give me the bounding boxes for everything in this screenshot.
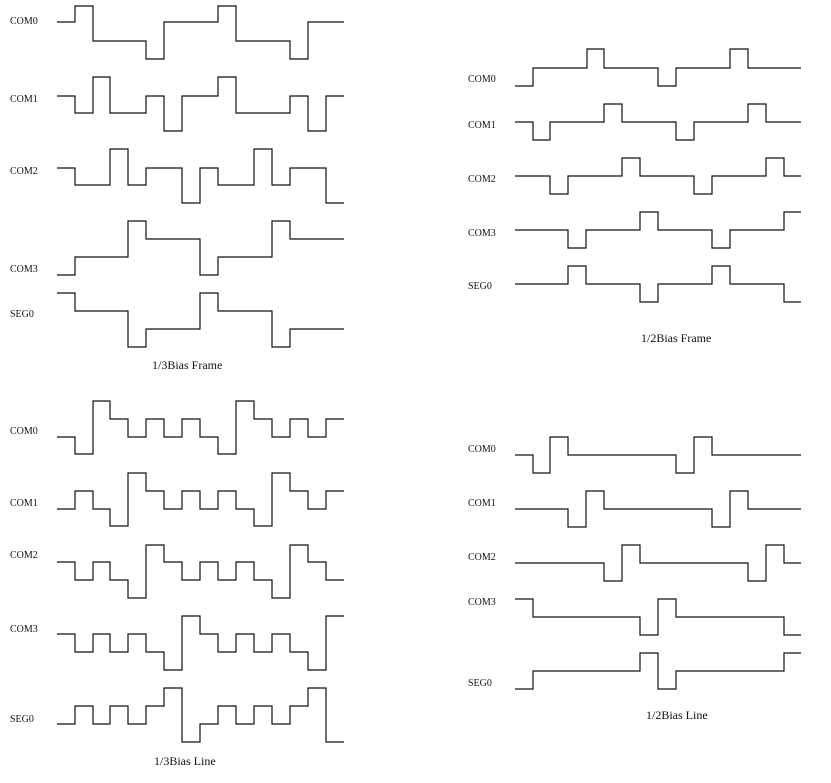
signal-label-com1: COM1 [468, 120, 496, 131]
waveform-com1 [57, 472, 344, 527]
signal-label-com2: COM2 [468, 174, 496, 185]
signal-label-com3: COM3 [468, 597, 496, 608]
signal-label-com1: COM1 [10, 498, 38, 509]
caption-bias12-frame: 1/2Bias Frame [641, 331, 711, 345]
signal-label-com1: COM1 [10, 94, 38, 105]
signal-label-seg0: SEG0 [10, 714, 34, 725]
waveform-com2 [515, 544, 801, 582]
panel-bias13-line: COM0 COM1 COM2 COM3 SEG0 1/3Bias Line [10, 400, 344, 768]
waveform-seg0 [57, 687, 344, 743]
panel-bias13-frame: COM0 COM1 COM2 COM3 SEG0 1/3Bias Frame [10, 5, 344, 372]
caption-bias13-line: 1/3Bias Line [154, 754, 216, 768]
signal-label-com0: COM0 [468, 74, 496, 85]
signal-label-com2: COM2 [10, 166, 38, 177]
signal-label-com1: COM1 [468, 498, 496, 509]
waveform-com2 [57, 148, 344, 204]
signal-label-com3: COM3 [10, 264, 38, 275]
signal-label-com0: COM0 [10, 16, 38, 27]
panel-bias12-line: COM0 COM1 COM2 COM3 SEG0 1/2Bias Line [468, 436, 801, 722]
panel-bias12-frame: COM0 COM1 COM2 COM3 SEG0 1/2Bias Frame [468, 48, 801, 345]
waveform-seg0 [515, 652, 801, 690]
waveform-com1 [57, 76, 344, 132]
waveform-seg0 [57, 292, 344, 348]
waveform-com0 [515, 48, 801, 87]
waveform-com2 [57, 544, 344, 599]
signal-label-seg0: SEG0 [468, 281, 492, 292]
signal-label-com2: COM2 [468, 552, 496, 563]
waveform-com0 [57, 5, 344, 60]
waveform-com3 [57, 615, 344, 671]
waveform-seg0 [515, 265, 801, 303]
caption-bias13-frame: 1/3Bias Frame [152, 358, 222, 372]
signal-label-com3: COM3 [10, 624, 38, 635]
waveform-com1 [515, 103, 801, 141]
waveform-com3 [515, 598, 801, 636]
waveform-com0 [57, 400, 344, 455]
signal-label-seg0: SEG0 [10, 309, 34, 320]
signal-label-com0: COM0 [468, 444, 496, 455]
waveform-com3 [57, 220, 344, 276]
waveform-com3 [515, 211, 801, 249]
signal-label-com0: COM0 [10, 426, 38, 437]
caption-bias12-line: 1/2Bias Line [646, 708, 708, 722]
waveform-com1 [515, 490, 801, 528]
waveform-com2 [515, 157, 801, 195]
waveform-com0 [515, 436, 801, 474]
signal-label-seg0: SEG0 [468, 678, 492, 689]
signal-label-com3: COM3 [468, 228, 496, 239]
signal-label-com2: COM2 [10, 550, 38, 561]
